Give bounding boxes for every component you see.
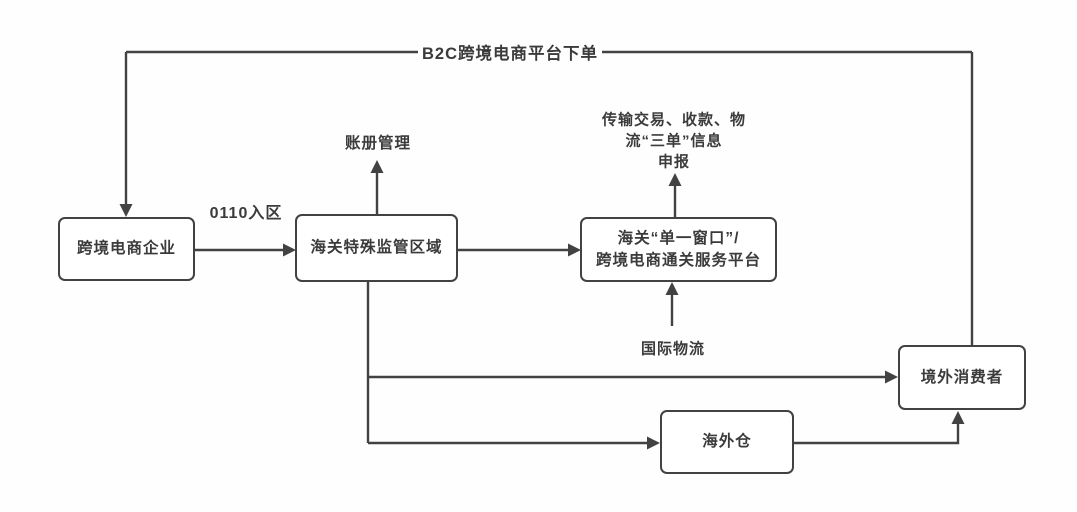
label-three-orders-line3: 申报	[657, 153, 691, 171]
node-single-window-platform: 海关“单一窗口”/ 跨境电商通关服务平台	[580, 217, 777, 282]
arrowhead-into-consumer-bottom	[951, 411, 965, 424]
arrowhead-into-consumer-left	[885, 370, 898, 384]
arrowhead-into-zone-left	[283, 243, 296, 257]
node-customs-supervision-zone: 海关特殊监管区域	[295, 214, 458, 282]
label-three-orders-declaration: 传输交易、收款、物 流“三单”信息 申报	[602, 110, 746, 173]
arrowhead-into-window-bottom	[665, 282, 679, 295]
arrowhead-into-warehouse-left	[647, 436, 660, 450]
arrowhead-into-window-left	[568, 243, 581, 257]
label-three-orders-line1: 传输交易、收款、物	[601, 111, 747, 129]
node-overseas-warehouse-label: 海外仓	[702, 433, 752, 450]
label-b2c-platform-order: B2C跨境电商平台下单	[417, 40, 603, 64]
edge-warehouse-to-consumer	[794, 423, 960, 445]
label-international-logistics: 国际物流	[640, 340, 706, 358]
node-single-window-line2: 跨境电商通关服务平台	[595, 251, 761, 269]
node-single-window-line1: 海关“单一窗口”/	[617, 229, 740, 247]
arrowhead-to-declaration	[668, 173, 682, 186]
node-cross-border-enterprise-label: 跨境电商企业	[76, 240, 176, 257]
label-three-orders-line2: 流“三单”信息	[625, 132, 723, 150]
node-overseas-consumer: 境外消费者	[898, 345, 1026, 410]
label-account-management: 账册管理	[344, 135, 412, 152]
node-overseas-warehouse: 海外仓	[660, 410, 794, 474]
arrowhead-into-enterprise-top	[119, 204, 133, 217]
node-overseas-consumer-label: 境外消费者	[920, 368, 1004, 386]
label-entry-code-0110: 0110入区	[209, 205, 283, 222]
node-cross-border-enterprise: 跨境电商企业	[58, 217, 195, 281]
node-customs-supervision-zone-label: 海关特殊监管区域	[310, 239, 443, 256]
arrowhead-to-account-management	[370, 160, 384, 173]
